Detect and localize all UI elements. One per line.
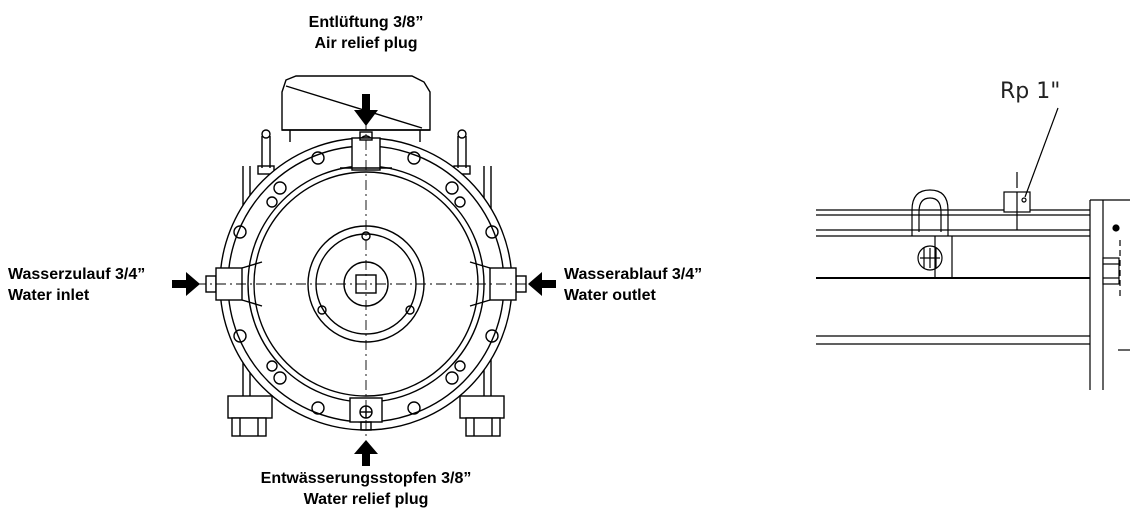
arrow-down-icon [354, 94, 378, 126]
label-water-outlet-de: Wasserablauf 3/4” [564, 266, 702, 283]
label-water-relief-de: Entwässerungsstopfen 3/8” [261, 470, 472, 487]
centerlines [196, 120, 536, 440]
rp-callout-leader [1024, 107, 1059, 198]
foot-right [459, 395, 505, 437]
arrow-left-icon [528, 272, 556, 296]
label-air-relief-en: Air relief plug [314, 35, 417, 52]
label-rp-1: Rp 1" [1000, 79, 1060, 104]
pump-front-view [196, 75, 536, 440]
arrow-up-icon [354, 440, 378, 466]
foot-left [227, 395, 273, 437]
terminal-box [281, 75, 431, 142]
side-lifting-eye [911, 189, 949, 271]
flange-bolts [233, 135, 499, 415]
arrow-right-icon [172, 272, 200, 296]
lifting-eye-left [257, 129, 275, 175]
label-air-relief-de: Entlüftung 3/8” [309, 14, 424, 31]
lifting-eye-right [453, 129, 471, 175]
rp-port [1003, 172, 1031, 230]
label-water-relief-en: Water relief plug [304, 491, 429, 508]
label-water-inlet-de: Wasserzulauf 3/4” [8, 266, 145, 283]
end-plate [1089, 199, 1130, 390]
side-detail-view [816, 107, 1130, 390]
label-water-inlet-en: Water inlet [8, 287, 90, 304]
label-water-outlet-en: Water outlet [564, 287, 657, 304]
